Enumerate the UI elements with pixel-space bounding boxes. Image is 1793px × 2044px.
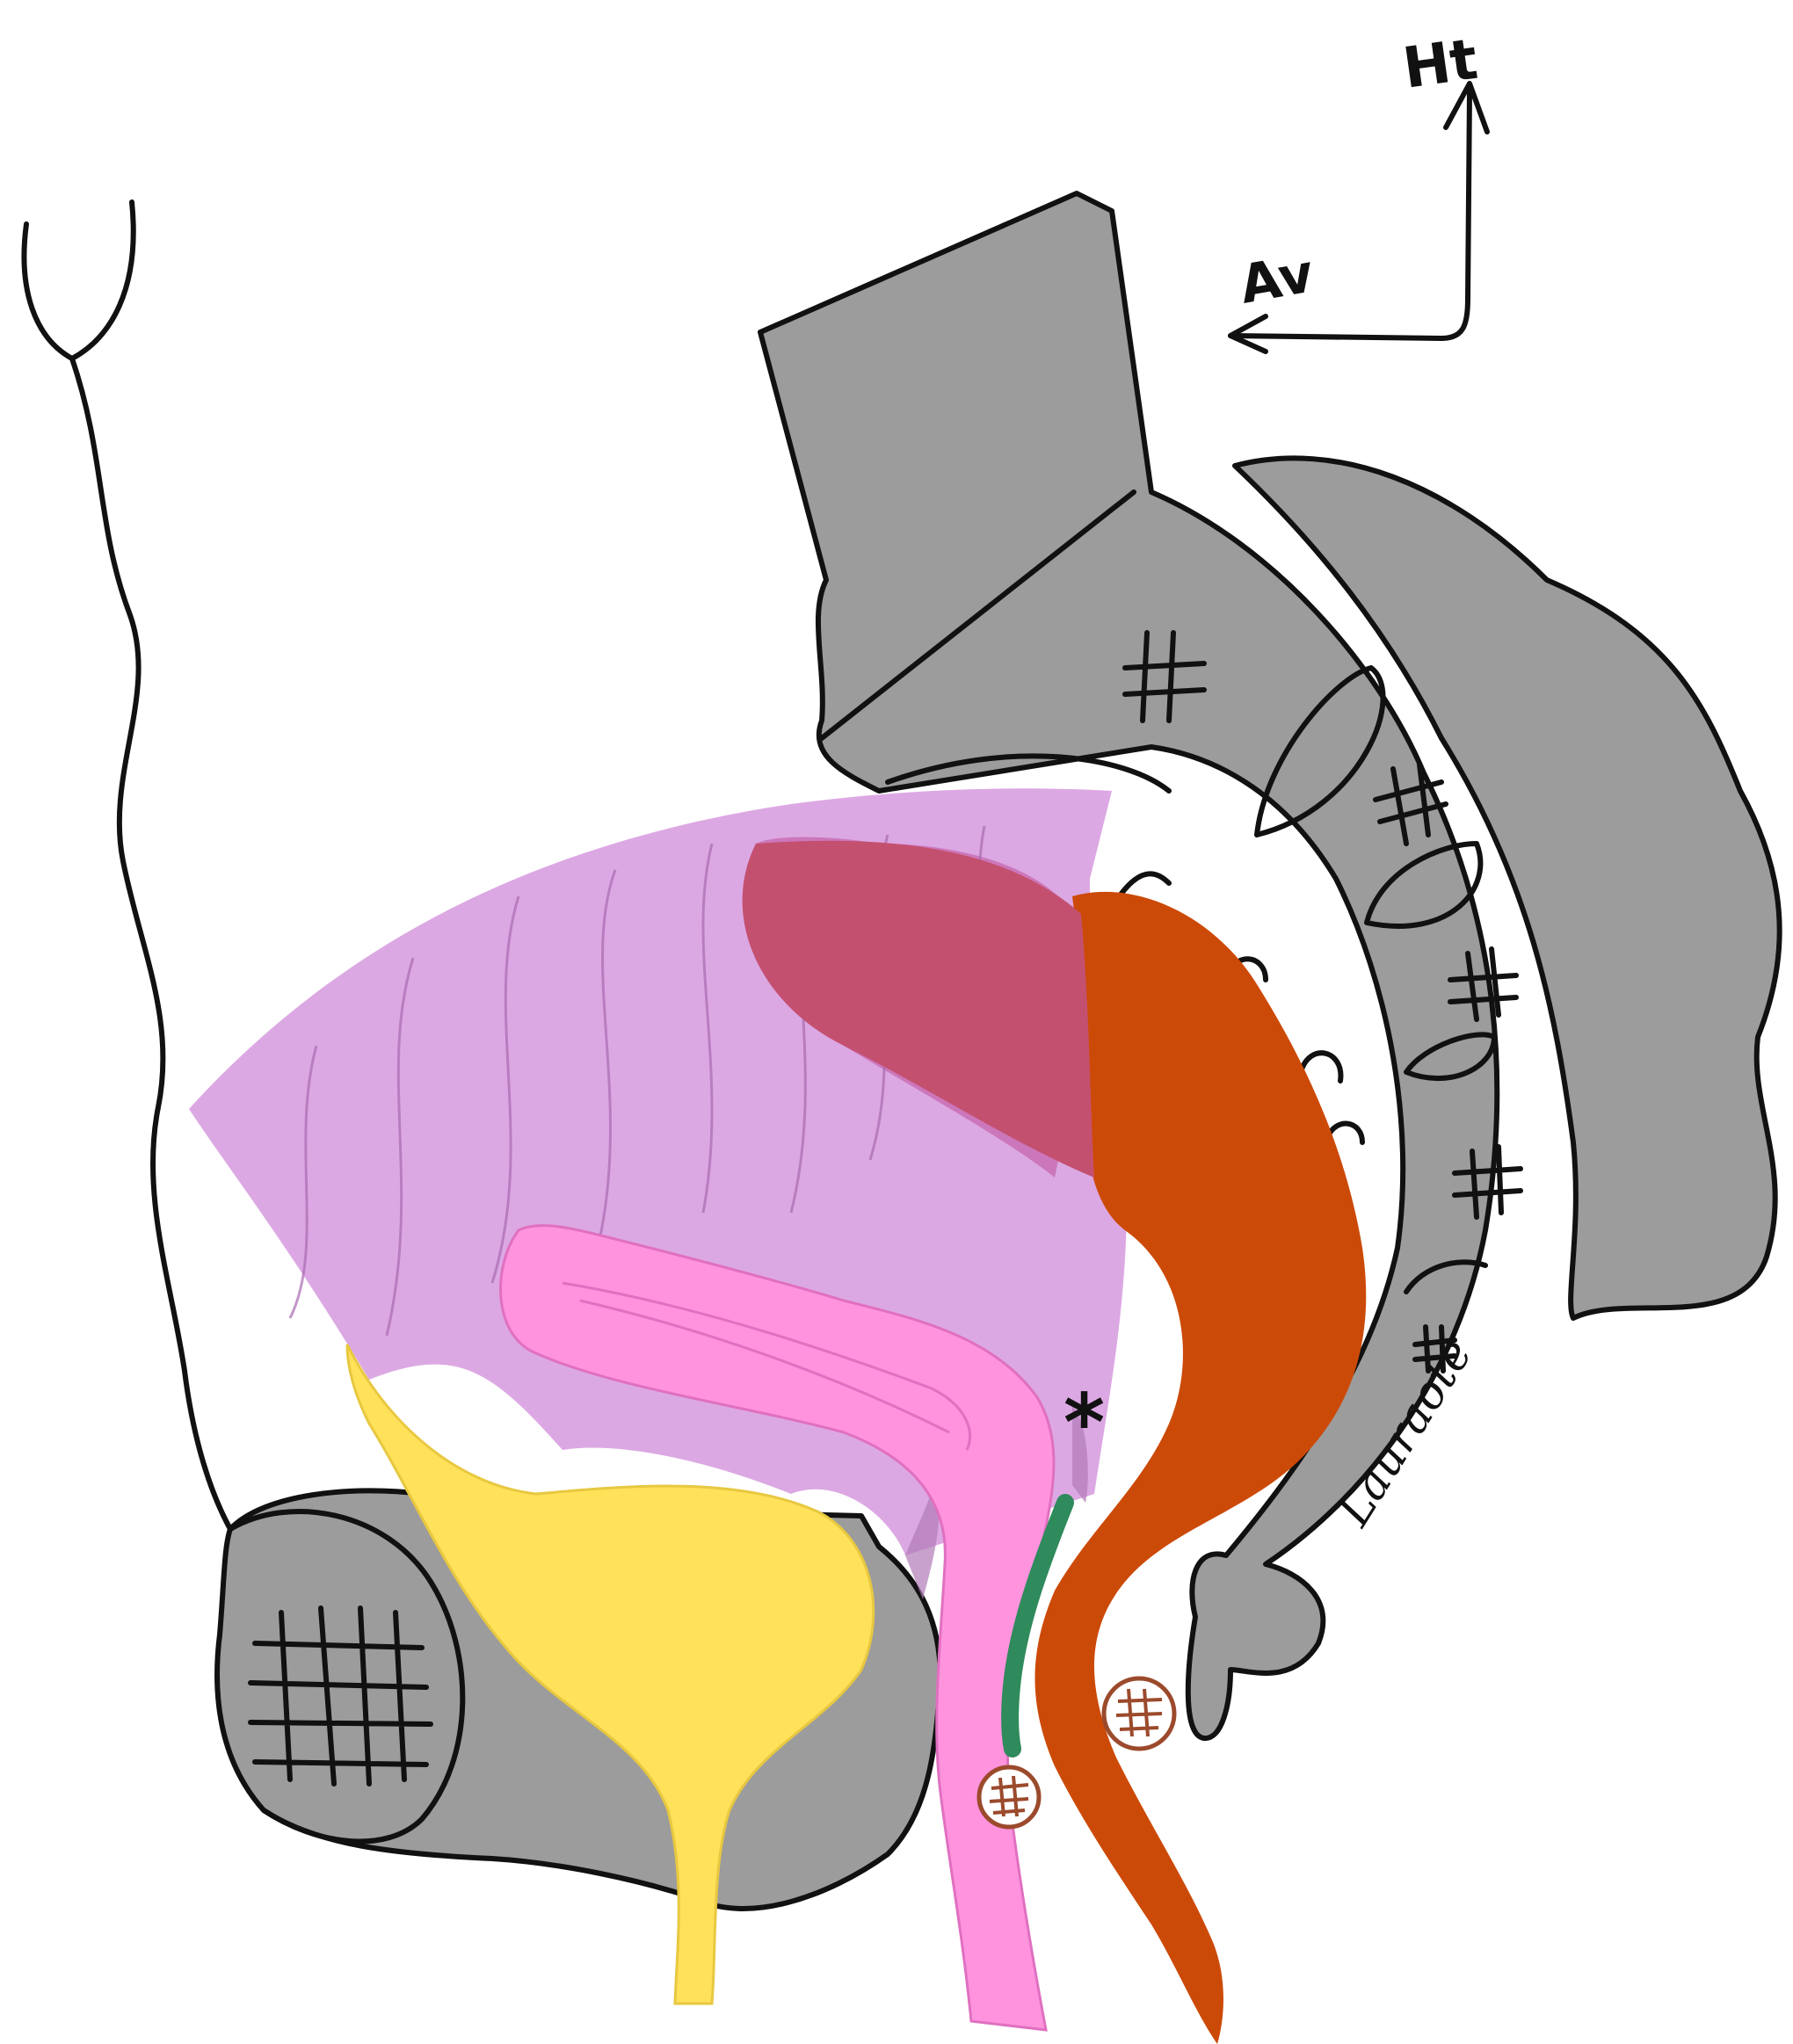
front-label: Av xyxy=(1235,243,1318,315)
vessel-1 xyxy=(979,1767,1039,1827)
asterisk-label: * xyxy=(1063,1377,1105,1469)
up-label: Ht xyxy=(1399,27,1482,102)
orientation-axes: Ht Av xyxy=(1230,27,1487,352)
vessel-2 xyxy=(1104,1678,1174,1749)
abdominal-wall xyxy=(24,202,230,1529)
